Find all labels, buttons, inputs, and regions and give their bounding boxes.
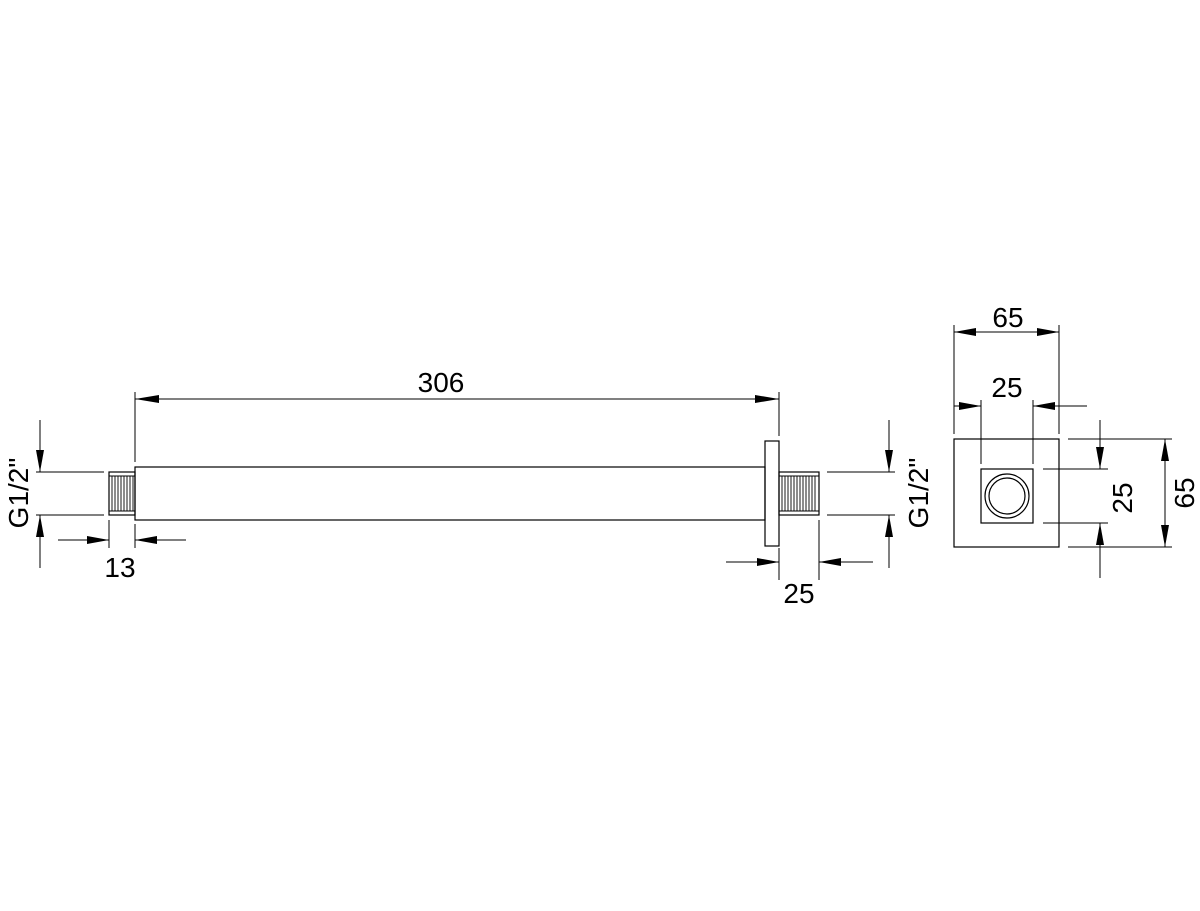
right-thread-dimension: 25 <box>726 520 873 609</box>
wall-flange-front <box>953 438 1060 548</box>
inner-height-label: 25 <box>1107 482 1138 513</box>
right-thread-size-label: G1/2" <box>903 458 934 529</box>
flange-height-label: 65 <box>1169 477 1200 508</box>
length-dimension: 306 <box>134 367 780 462</box>
side-view: 306 13 G1/2" <box>3 367 934 609</box>
wall-flange-side <box>764 440 780 547</box>
front-view: 65 25 25 65 <box>953 302 1200 578</box>
flange-width-dimension: 65 <box>953 302 1060 434</box>
flange-width-label: 65 <box>992 302 1023 333</box>
flange-height-dimension: 65 <box>1068 438 1200 548</box>
left-thread-size-dimension: G1/2" <box>3 420 104 568</box>
shower-arm-tube <box>134 466 766 521</box>
outlet-outer-circle <box>984 473 1030 519</box>
right-thread-length-label: 25 <box>783 578 814 609</box>
outlet-inner-circle <box>988 477 1026 515</box>
length-label: 306 <box>418 367 465 398</box>
right-thread <box>778 471 820 516</box>
left-thread-dimension: 13 <box>58 520 186 583</box>
left-thread-size-label: G1/2" <box>3 458 34 529</box>
right-thread-size-dimension: G1/2" <box>827 420 934 568</box>
left-thread-length-label: 13 <box>104 552 135 583</box>
inner-width-label: 25 <box>991 372 1022 403</box>
left-thread <box>108 471 136 516</box>
inner-width-dimension: 25 <box>954 372 1087 464</box>
inner-square <box>980 468 1034 524</box>
inner-height-dimension: 25 <box>1043 420 1138 578</box>
